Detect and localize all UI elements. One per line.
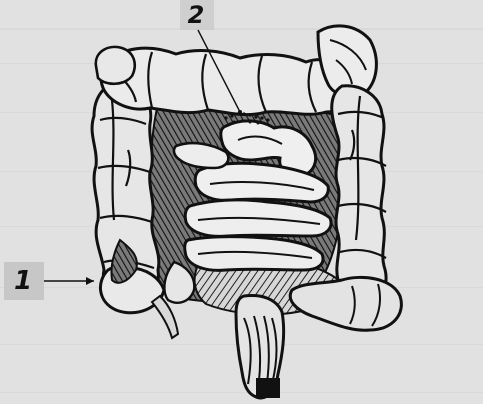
label-1-pointer	[44, 277, 94, 285]
label-1: 1	[6, 266, 40, 298]
transverse-colon	[101, 48, 353, 114]
sigmoid-colon	[290, 277, 401, 330]
anal-canal	[256, 378, 280, 398]
label-2: 2	[182, 3, 210, 29]
hepatic-flexure	[96, 47, 135, 84]
